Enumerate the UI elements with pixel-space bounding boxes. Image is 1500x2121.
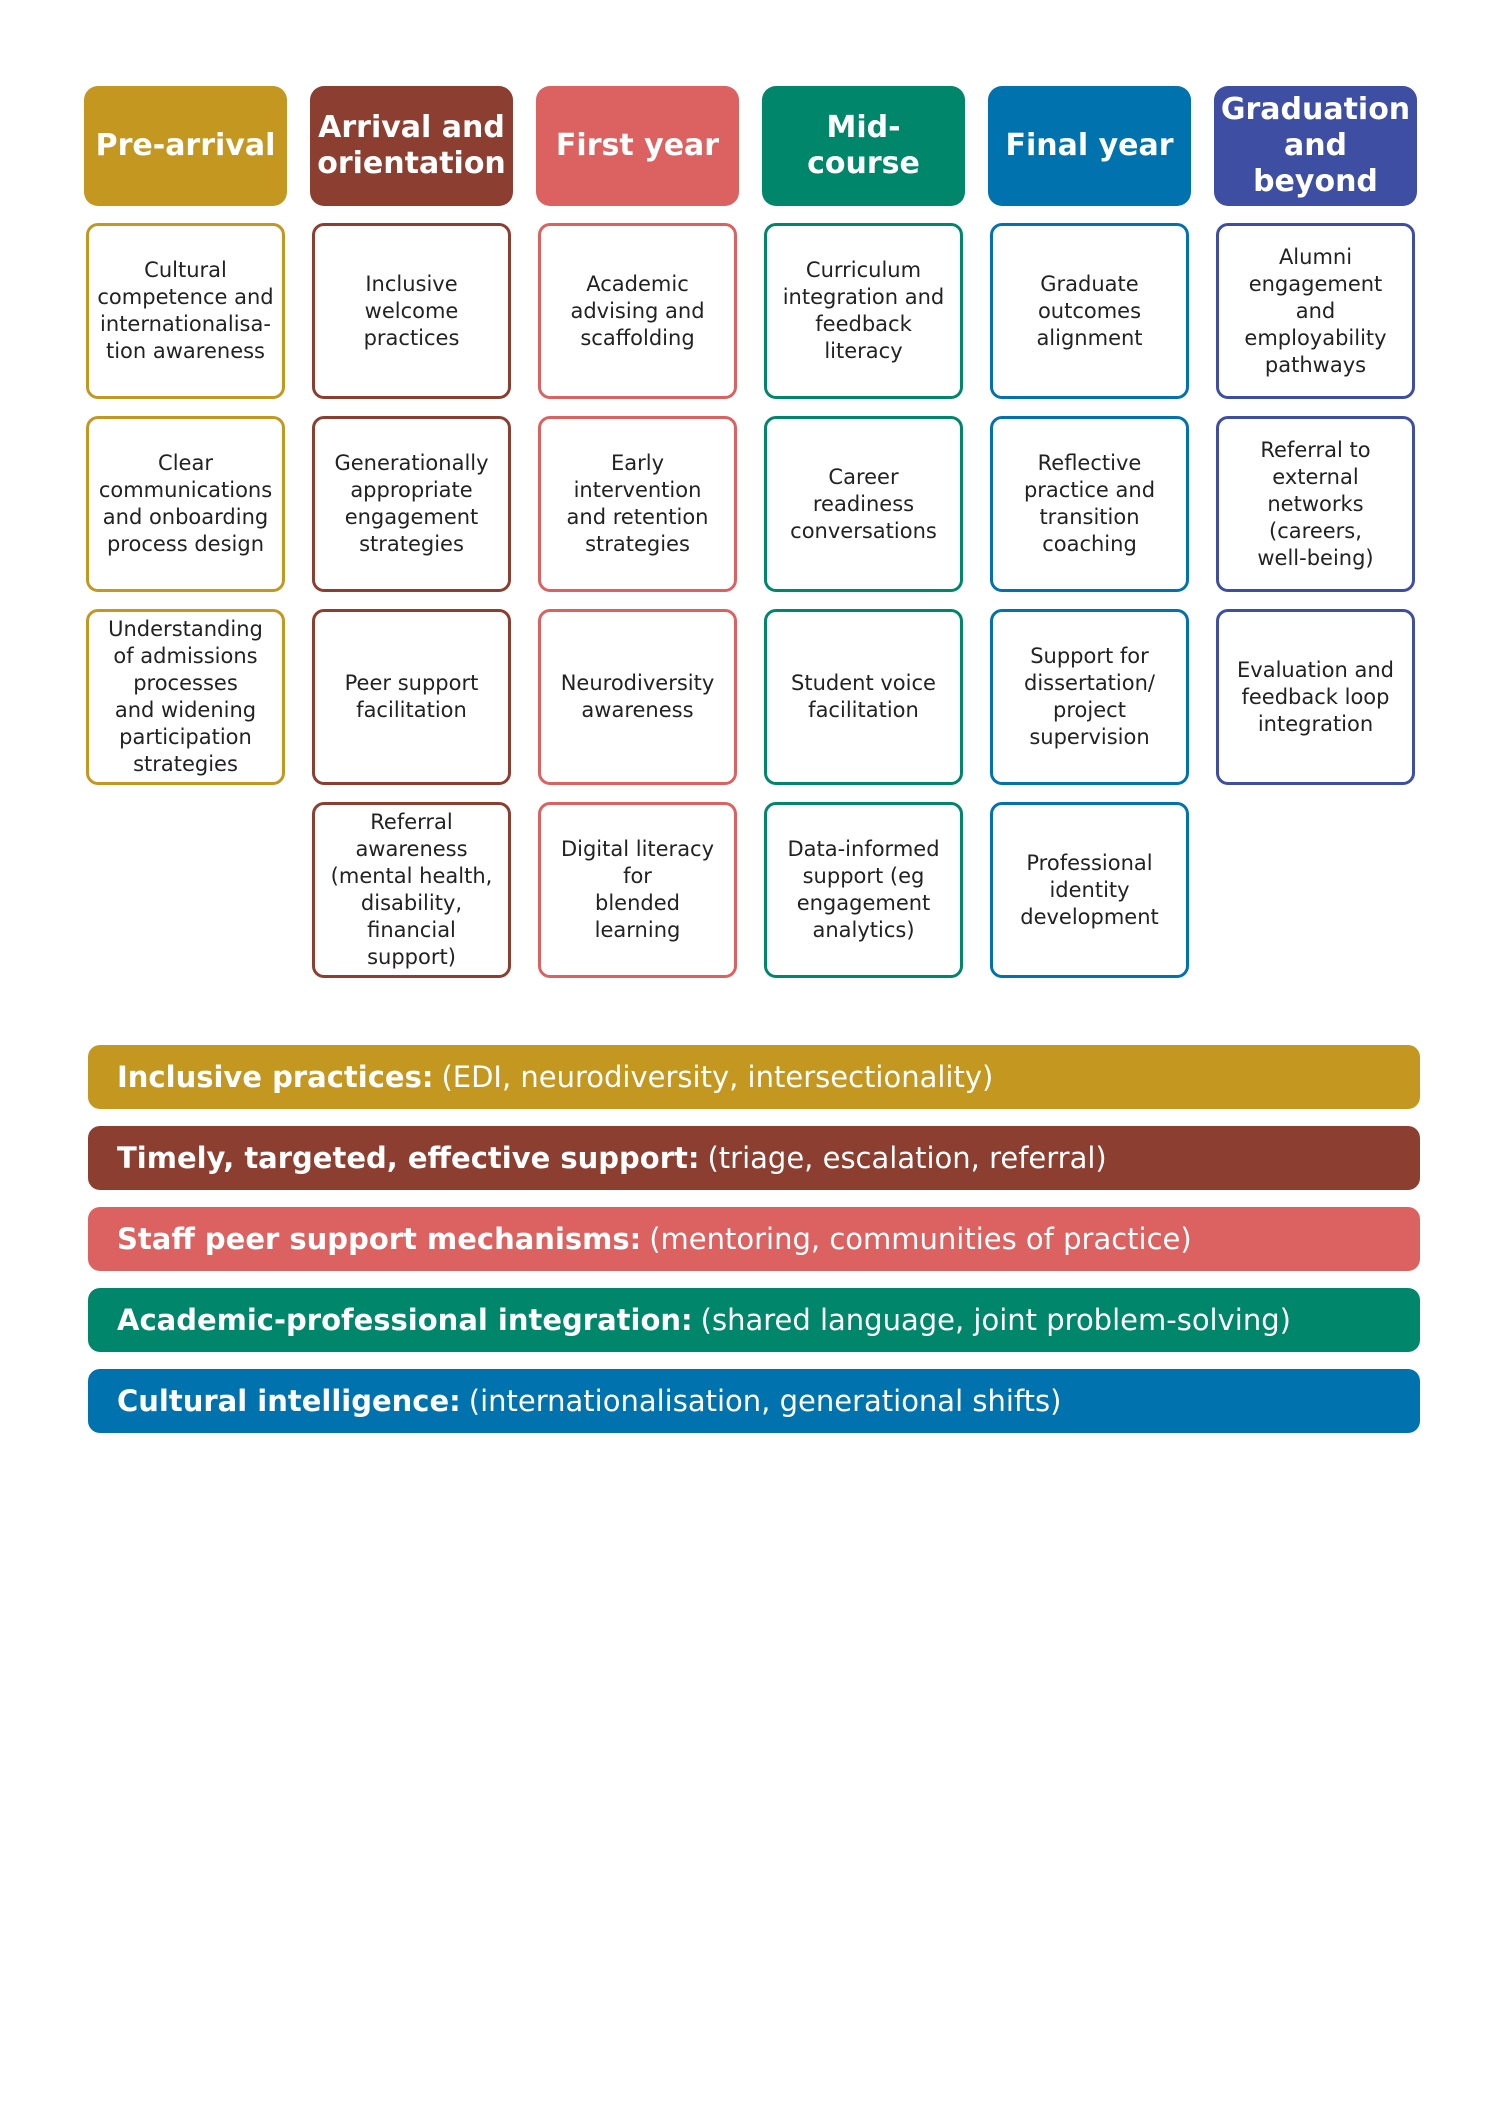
- stage-item: Support for dissertation/ project superv…: [990, 609, 1189, 785]
- stage-header-arrival-and-orientation: Arrival and orientation: [310, 86, 513, 206]
- stage-header-graduation-and-beyond: Graduation and beyond: [1214, 86, 1417, 206]
- theme-detail: (internationalisation, generational shif…: [468, 1384, 1062, 1418]
- stage-column-first-year: First year Academic advising and scaffol…: [536, 86, 739, 978]
- theme-detail: (EDI, neurodiversity, intersectionality): [441, 1060, 994, 1094]
- stage-item: Peer support facilitation: [312, 609, 511, 785]
- stage-item: Early intervention and retention strateg…: [538, 416, 737, 592]
- theme-band-cultural-intelligence: Cultural intelligence: (internationalisa…: [88, 1369, 1420, 1433]
- theme-title: Inclusive practices:: [117, 1060, 434, 1094]
- stage-item: Inclusive welcome practices: [312, 223, 511, 399]
- stage-column-graduation-and-beyond: Graduation and beyond Alumni engagement …: [1214, 86, 1417, 978]
- theme-band-inclusive-practices: Inclusive practices: (EDI, neurodiversit…: [88, 1045, 1420, 1109]
- theme-detail: (shared language, joint problem-solving): [700, 1303, 1291, 1337]
- stage-column-pre-arrival: Pre-arrival Cultural competence and inte…: [84, 86, 287, 978]
- stage-header-pre-arrival: Pre-arrival: [84, 86, 287, 206]
- stage-item: Generationally appropriate engagement st…: [312, 416, 511, 592]
- stage-item: Cultural competence and internationalisa…: [86, 223, 285, 399]
- theme-title: Staff peer support mechanisms:: [117, 1222, 642, 1256]
- stage-header-mid-course: Mid-course: [762, 86, 965, 206]
- stage-item: Academic advising and scaffolding: [538, 223, 737, 399]
- stage-item: Reflective practice and transition coach…: [990, 416, 1189, 592]
- stage-item: Clear communications and onboarding proc…: [86, 416, 285, 592]
- stage-item: Data-informed support (eg engagement ana…: [764, 802, 963, 978]
- theme-band-timely-support: Timely, targeted, effective support: (tr…: [88, 1126, 1420, 1190]
- stage-header-first-year: First year: [536, 86, 739, 206]
- theme-detail: (mentoring, communities of practice): [649, 1222, 1192, 1256]
- stage-item: Referral to external networks (careers, …: [1216, 416, 1415, 592]
- stage-column-final-year: Final year Graduate outcomes alignment R…: [988, 86, 1191, 978]
- stage-grid: Pre-arrival Cultural competence and inte…: [84, 86, 1417, 978]
- stage-item: Evaluation and feedback loop integration: [1216, 609, 1415, 785]
- stage-item: Curriculum integration and feedback lite…: [764, 223, 963, 399]
- cross-cutting-themes: Inclusive practices: (EDI, neurodiversit…: [88, 1045, 1420, 1450]
- stage-item: Career readiness conversations: [764, 416, 963, 592]
- theme-title: Timely, targeted, effective support:: [117, 1141, 700, 1175]
- stage-header-final-year: Final year: [988, 86, 1191, 206]
- stage-item: Neurodiversity awareness: [538, 609, 737, 785]
- stage-item: Digital literacy for blended learning: [538, 802, 737, 978]
- theme-band-staff-peer-support: Staff peer support mechanisms: (mentorin…: [88, 1207, 1420, 1271]
- stage-item: Professional identity development: [990, 802, 1189, 978]
- stage-column-mid-course: Mid-course Curriculum integration and fe…: [762, 86, 965, 978]
- stage-item: Understanding of admissions processes an…: [86, 609, 285, 785]
- theme-title: Cultural intelligence:: [117, 1384, 461, 1418]
- stage-item: Graduate outcomes alignment: [990, 223, 1189, 399]
- theme-title: Academic-professional integration:: [117, 1303, 693, 1337]
- stage-item: Alumni engagement and employability path…: [1216, 223, 1415, 399]
- theme-detail: (triage, escalation, referral): [707, 1141, 1107, 1175]
- stage-item: Referral awareness (mental health, disab…: [312, 802, 511, 978]
- stage-item: Student voice facilitation: [764, 609, 963, 785]
- stage-column-arrival-and-orientation: Arrival and orientation Inclusive welcom…: [310, 86, 513, 978]
- theme-band-academic-professional-integration: Academic-professional integration: (shar…: [88, 1288, 1420, 1352]
